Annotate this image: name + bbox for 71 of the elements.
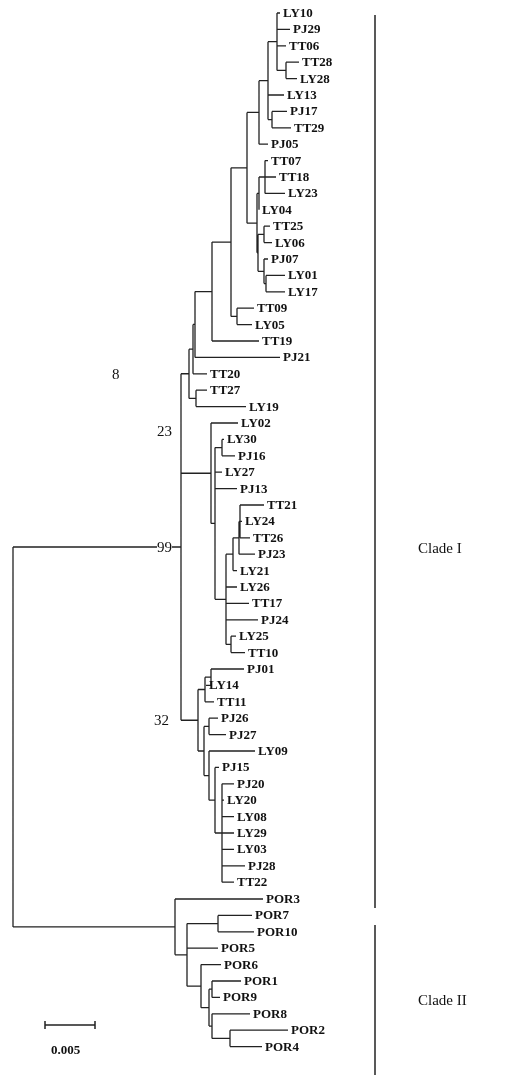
taxon-label: LY26 [240,579,270,595]
scale-value: 0.005 [51,1042,81,1058]
taxon-label: TT18 [279,169,310,185]
taxon-label: POR1 [244,973,278,989]
taxon-label: TT29 [294,119,325,136]
taxon-label: PJ24 [261,611,289,628]
taxon-label: TT22 [237,874,268,891]
taxon-label: POR3 [266,891,300,907]
bootstrap-value: 32 [154,712,169,728]
taxon-label: LY24 [245,513,275,530]
taxon-label: LY05 [255,316,285,333]
taxon-label: LY01 [288,267,318,284]
taxon-label: PJ01 [247,661,275,677]
taxon-label: TT17 [252,595,283,612]
taxon-label: PJ15 [222,759,250,776]
taxon-label: POR7 [255,907,289,924]
taxon-label: LY25 [239,628,269,645]
taxon-label: LY08 [237,808,267,825]
taxon-label: LY06 [275,234,305,251]
taxon-label: TT19 [262,333,293,349]
bootstrap-value: 23 [157,423,172,439]
taxon-label: TT20 [210,365,241,382]
taxon-label: TT09 [257,300,288,317]
taxon-label: TT06 [289,37,320,54]
taxon-label: LY19 [249,398,279,415]
taxon-label: LY03 [237,841,267,858]
taxon-label: PJ28 [248,857,276,874]
bootstrap-value: 99 [157,539,172,555]
taxon-label: PJ23 [258,546,286,563]
taxon-label: PJ20 [237,775,265,792]
taxon-label: TT21 [267,497,298,513]
taxon-label: LY20 [227,792,257,809]
taxon-label: LY14 [209,677,239,694]
taxon-label: POR9 [223,989,257,1006]
taxon-label: LY04 [262,201,292,218]
taxon-label: LY09 [258,743,288,759]
taxon-label: PJ29 [293,21,321,38]
taxon-label: LY02 [241,415,271,431]
taxon-label: PJ21 [283,349,311,366]
taxon-label: POR8 [253,1005,287,1022]
taxon-label: LY30 [227,431,257,448]
taxon-label: LY29 [237,825,267,841]
taxon-label: LY10 [283,5,313,21]
taxon-label: TT28 [302,54,333,71]
taxon-label: PJ26 [221,710,249,727]
taxon-label: TT11 [217,693,247,710]
taxon-label: LY21 [240,562,270,579]
taxon-label: PJ05 [271,136,299,153]
clade-label: Clade I [418,540,462,556]
taxon-label: PJ17 [290,103,318,120]
taxon-label: LY17 [288,283,318,300]
taxon-label: PJ27 [229,726,257,743]
taxon-label: PJ13 [240,480,268,497]
taxon-label: TT25 [273,218,304,235]
taxon-label: LY13 [287,87,317,103]
taxon-label: LY27 [225,464,255,481]
taxon-label: PJ07 [271,251,299,267]
taxon-label: PJ16 [238,447,266,464]
clade-label: Clade II [418,992,467,1008]
taxon-label: LY28 [300,70,330,87]
taxon-label: POR2 [291,1022,325,1039]
taxon-label: TT27 [210,382,241,399]
taxon-label: LY23 [288,185,318,202]
taxon-label: POR4 [265,1038,299,1055]
taxon-label: TT26 [253,529,284,546]
bootstrap-value: 8 [112,366,120,382]
taxon-label: TT07 [271,152,302,169]
taxon-label: POR5 [221,940,255,957]
taxon-label: TT10 [248,644,279,661]
taxon-label: POR6 [224,956,258,973]
taxon-label: POR10 [257,923,298,940]
